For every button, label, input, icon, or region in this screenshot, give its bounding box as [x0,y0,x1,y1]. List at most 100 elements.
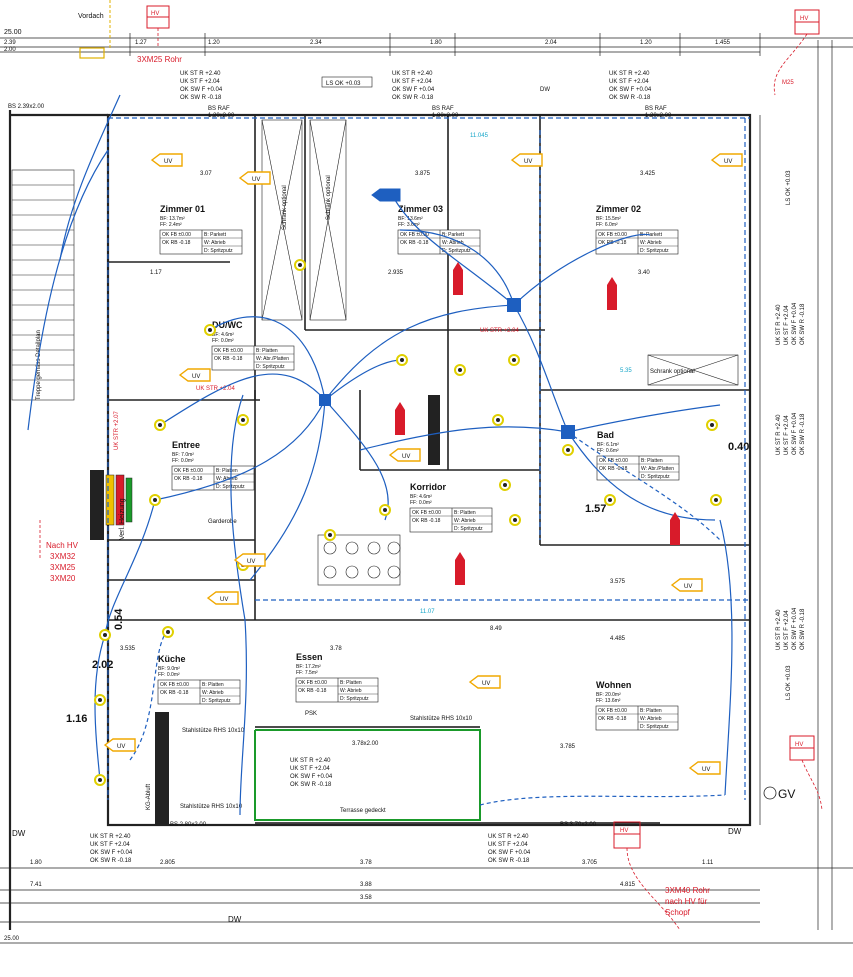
red-flag-icon [455,552,465,585]
room-finish: D: Spritzputz [640,724,669,730]
svg-text:Verl. Heizung: Verl. Heizung [119,498,126,540]
red-flag-icon [395,402,405,435]
svg-text:OK SW F +0.04: OK SW F +0.04 [609,87,652,93]
room-level: OK FB ±0.00 [214,348,243,354]
stair-label: Treppe gemäss Detailplan [36,330,42,400]
bottom-dimension-chain [0,867,853,944]
room-finish: W: Abrieb [442,240,464,246]
svg-text:UK ST R +2.40: UK ST R +2.40 [180,71,221,77]
svg-text:HV: HV [151,11,159,17]
gv-label: GV [778,787,795,801]
svg-text:BS RAF: BS RAF [645,106,667,112]
svg-text:3.88: 3.88 [360,882,372,888]
room-level: OK FB ±0.00 [160,682,189,688]
svg-text:DW: DW [540,87,550,93]
junction-box [319,394,331,406]
svg-text:UK ST R +2.40: UK ST R +2.40 [776,609,782,650]
room-finish: B: Platten [202,682,224,688]
room-level: OK FB ±0.00 [162,232,191,238]
svg-text:Terrasse gedeckt: Terrasse gedeckt [340,808,386,814]
svg-text:Schrank optional: Schrank optional [650,369,695,375]
svg-text:3XM32: 3XM32 [50,552,76,561]
room-level: OK RB -0.18 [412,518,441,524]
svg-text:UV: UV [524,159,532,165]
wardrobe-1 [261,119,303,321]
electrical-wiring [27,94,750,816]
svg-text:UV: UV [192,374,200,380]
svg-text:UV: UV [402,454,410,460]
room-level: OK RB -0.18 [599,466,628,472]
nach-hv-block: Nach HV 3XM32 3XM25 3XM20 [46,541,79,583]
svg-text:3.875: 3.875 [415,171,431,177]
dim-202: 2.02 [92,659,113,671]
svg-text:OK SW F +0.04: OK SW F +0.04 [792,412,798,455]
svg-text:UK ST F +2.04: UK ST F +2.04 [180,79,220,85]
dim-11045: 11.045 [470,133,489,139]
garderobe-label: Garderobe [208,519,237,525]
room-finish: D: Spritzputz [202,698,231,704]
room-bf: BF: 6.1m² [597,442,619,448]
uv-arrow-icon: UV [150,153,183,167]
room-finish: B: Parkett [442,232,465,238]
room-name: DU/WC [212,320,243,330]
svg-text:UK ST F +2.04: UK ST F +2.04 [488,842,528,848]
ls-ok-label: LS OK +0.03 [326,81,361,87]
level-block-bottom-2: UK ST R +2.40 UK ST F +2.04 OK SW F +0.0… [488,834,531,864]
svg-text:BS 3.70x2.00: BS 3.70x2.00 [560,822,597,828]
room-name: Entree [172,440,200,450]
svg-text:nach HV für: nach HV für [665,897,708,906]
junction-box [507,298,521,312]
dim-157: 1.57 [585,503,606,515]
room-bf: BF: 15.5m² [596,216,621,222]
room-ff: FF: 0.0m² [410,500,432,506]
svg-text:OK SW R -0.18: OK SW R -0.18 [90,858,132,864]
socket-outlet-icon [162,626,174,638]
room-level: OK RB -0.18 [162,240,191,246]
room-bf: BF: 13.6m² [398,216,423,222]
room-ff: FF: 3.6m² [398,222,420,228]
room-level: OK RB -0.18 [160,690,189,696]
fuse-box-icon [79,47,105,59]
hv-box-right: HV [789,735,823,811]
uv-arrow-icon: UV [178,368,211,382]
svg-text:1.17: 1.17 [150,270,162,276]
bathroom-shaft [428,395,440,465]
svg-text:UK ST F +2.04: UK ST F +2.04 [784,610,790,650]
socket-outlet-icon [454,364,466,376]
room-finish: B: Platten [641,458,663,464]
room-finish: W: Abr./Platten [256,356,289,362]
red-flag-icon [453,262,463,295]
svg-text:3.07: 3.07 [200,171,212,177]
room-finish: B: Platten [216,468,238,474]
svg-text:UV: UV [684,584,692,590]
dining-table [317,534,401,586]
svg-text:3.78: 3.78 [360,860,372,866]
svg-text:UV: UV [220,597,228,603]
svg-text:OK SW R -0.18: OK SW R -0.18 [800,303,806,345]
svg-text:OK SW F +0.04: OK SW F +0.04 [392,87,435,93]
level-block-right: UK ST R +2.40 UK ST F +2.04 OK SW F +0.0… [776,170,806,700]
top-dimension-chain [0,33,853,56]
room-name: Bad [597,430,614,440]
junction-box [561,425,575,439]
room-bf: BF: 13.7m² [160,216,185,222]
room-level: OK RB -0.18 [174,476,203,482]
svg-text:Stahlstütze RHS 10x10: Stahlstütze RHS 10x10 [180,804,243,810]
room-finish: W: Abr./Platten [641,466,674,472]
svg-text:BS RAF: BS RAF [208,106,230,112]
room-name: Korridor [410,482,446,492]
svg-text:3.78: 3.78 [330,646,342,652]
wardrobe-2 [309,119,347,321]
room-finish: B: Parkett [204,232,227,238]
socket-outlet-icon [99,629,111,641]
svg-text:UK ST R +2.40: UK ST R +2.40 [90,834,131,840]
flag-layer [395,262,680,585]
socket-outlet-icon [508,354,520,366]
room-level: OK FB ±0.00 [174,468,203,474]
svg-text:HV: HV [800,16,808,22]
level-block-top-1: UK ST R +2.40 UK ST F +2.04 OK SW F +0.0… [180,71,223,101]
